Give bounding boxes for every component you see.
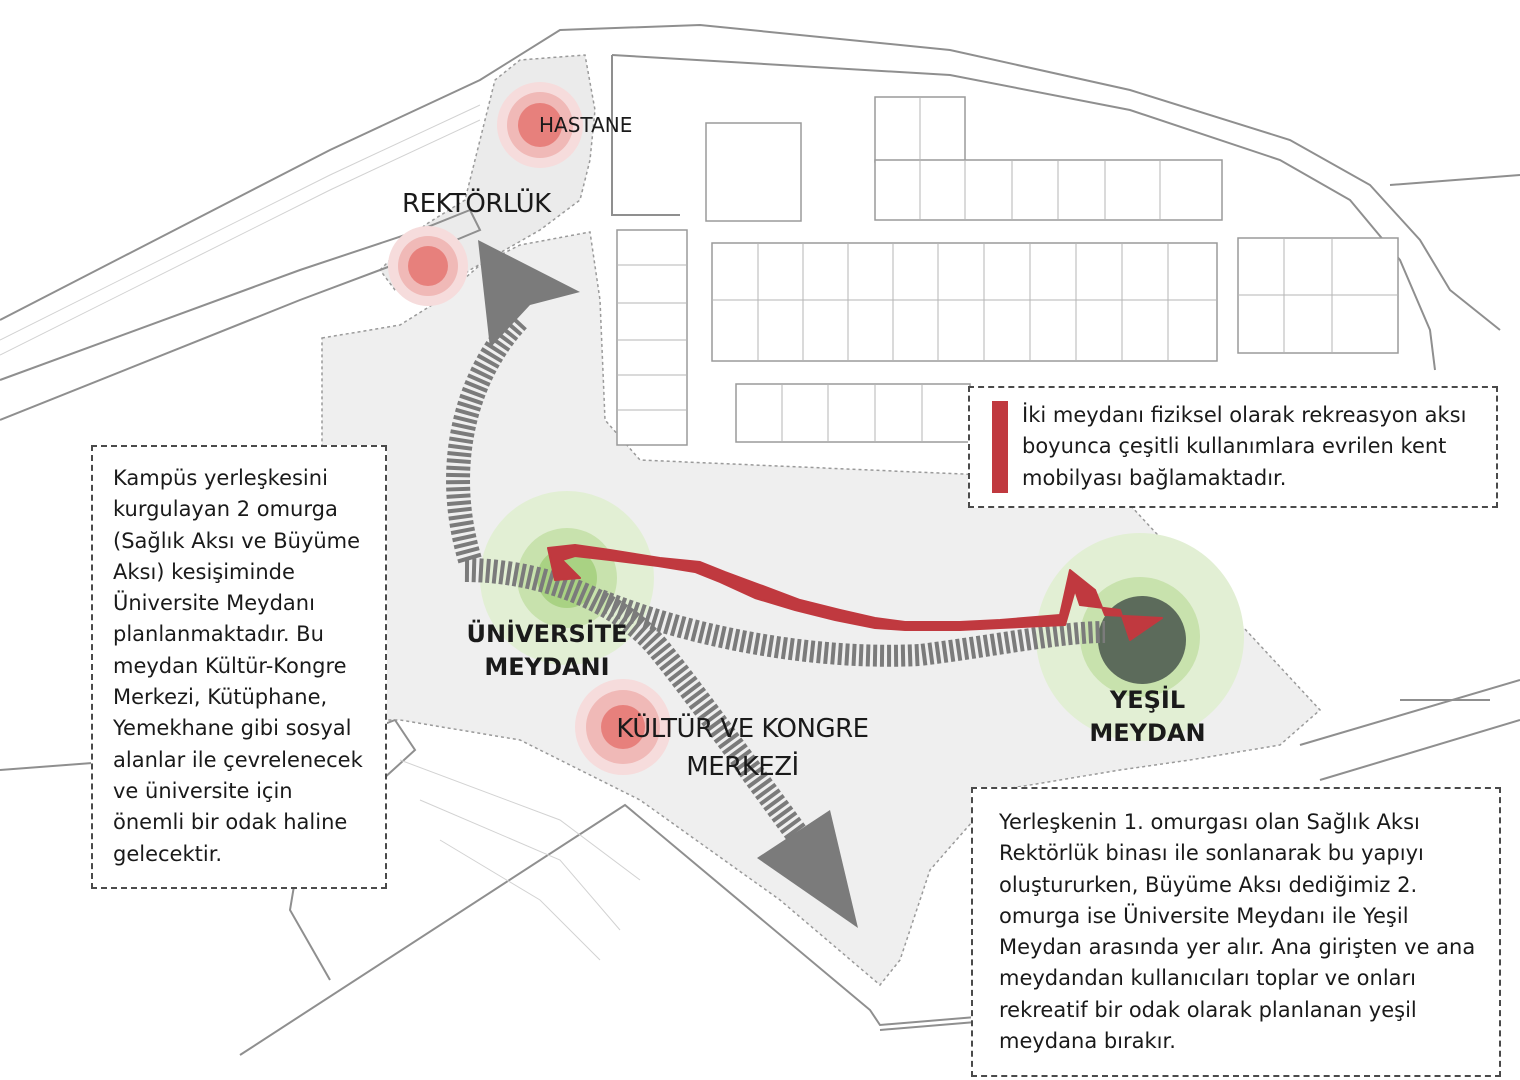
hastane-node <box>497 82 583 168</box>
left-annotation-box: Kampüs yerleşkesini kurgulayan 2 omurga … <box>91 445 387 889</box>
saglik-aksi-arrow <box>446 240 580 564</box>
recreation-axis-legend-swatch <box>992 401 1008 493</box>
bottom-right-annotation-box: Yerleşkenin 1. omurgası olan Sağlık Aksı… <box>971 787 1501 1077</box>
rektorluk-label: REKTÖRLÜK <box>402 189 551 219</box>
hastane-label: HASTANE <box>539 113 633 137</box>
universite-label-line1: ÜNİVERSİTE <box>466 620 628 648</box>
kultur-kongre-node <box>575 679 671 775</box>
recreation-axis <box>547 544 1163 641</box>
kultur-label-line2: MERKEZİ <box>686 752 799 782</box>
contour-lines <box>0 104 641 961</box>
yesil-meydan-label: YEŞİL MEYDAN <box>1070 684 1225 750</box>
buyume-aksi-arrow <box>464 558 1106 928</box>
rektorluk-node <box>388 226 468 306</box>
building-grid-lines <box>617 97 1398 442</box>
kultur-kongre-label: KÜLTÜR VE KONGRE MERKEZİ <box>600 710 885 786</box>
top-right-annotation-box: İki meydanı fiziksel olarak rekreasyon a… <box>968 386 1498 508</box>
universite-label-line2: MEYDANI <box>484 653 610 681</box>
universite-meydani-label: ÜNİVERSİTE MEYDANI <box>462 618 632 684</box>
left-annotation-text: Kampüs yerleşkesini kurgulayan 2 omurga … <box>113 466 363 866</box>
bottom-right-annotation-text: Yerleşkenin 1. omurgası olan Sağlık Aksı… <box>999 810 1476 1054</box>
kultur-label-line1: KÜLTÜR VE KONGRE <box>616 714 869 744</box>
building-blocks <box>616 96 1399 446</box>
yesil-label-line2: MEYDAN <box>1089 719 1206 747</box>
top-right-annotation-text: İki meydanı fiziksel olarak rekreasyon a… <box>1022 403 1467 490</box>
yesil-label-line1: YEŞİL <box>1109 686 1186 714</box>
